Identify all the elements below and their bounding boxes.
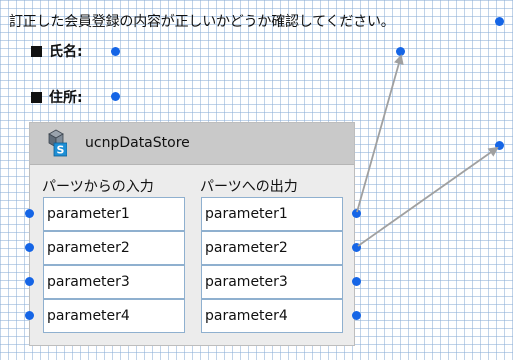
input-column-header: パーツからの入力 [42, 179, 154, 195]
output-port-1[interactable] [352, 209, 361, 218]
output-port-4[interactable] [352, 311, 361, 320]
connector-output2-to-address[interactable] [357, 146, 499, 247]
field-address-text: 住所: [49, 90, 83, 106]
output-column-header: パーツへの出力 [200, 179, 298, 195]
input-port-2[interactable] [25, 243, 34, 252]
input-parameter-3[interactable]: parameter3 [43, 265, 185, 299]
connector-output1-to-name[interactable] [356, 54, 404, 213]
message-port[interactable] [495, 17, 504, 26]
input-parameter-1[interactable]: parameter1 [43, 197, 185, 231]
input-port-1[interactable] [25, 209, 34, 218]
input-parameter-2[interactable]: parameter2 [43, 231, 185, 265]
svg-text:S: S [57, 144, 65, 157]
square-bullet-icon [31, 92, 42, 103]
field-address-port[interactable] [111, 92, 120, 101]
name-target-port[interactable] [396, 47, 405, 56]
field-address-label[interactable]: 住所: [31, 87, 83, 107]
output-parameter-2[interactable]: parameter2 [201, 231, 343, 265]
component-header[interactable]: S ucnpDataStore [30, 123, 354, 165]
data-store-icon: S [45, 129, 68, 162]
input-parameter-4[interactable]: parameter4 [43, 299, 185, 333]
component-ucnpdatastore[interactable]: S ucnpDataStore パーツからの入力 パーツへの出力 paramet… [29, 122, 355, 346]
output-parameter-3[interactable]: parameter3 [201, 265, 343, 299]
input-port-4[interactable] [25, 311, 34, 320]
component-title: ucnpDataStore [85, 135, 190, 151]
square-bullet-icon [31, 46, 42, 57]
message-label[interactable]: 訂正した会員登録の内容が正しいかどうか確認してください。 [9, 14, 395, 30]
input-port-3[interactable] [25, 277, 34, 286]
output-port-3[interactable] [352, 277, 361, 286]
field-name-port[interactable] [111, 47, 120, 56]
output-port-2[interactable] [352, 243, 361, 252]
field-name-label[interactable]: 氏名: [31, 41, 83, 61]
field-name-text: 氏名: [49, 44, 83, 60]
output-parameter-4[interactable]: parameter4 [201, 299, 343, 333]
address-target-port[interactable] [495, 141, 504, 150]
output-parameter-1[interactable]: parameter1 [201, 197, 343, 231]
